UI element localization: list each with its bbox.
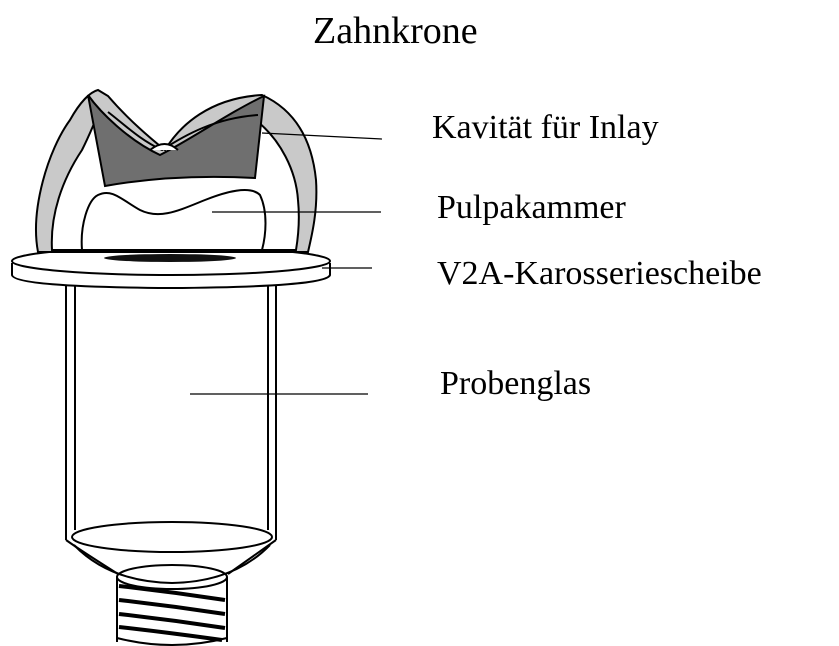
disc-dark-layer — [104, 254, 236, 262]
diagram-title: Zahnkrone — [313, 12, 478, 50]
label-sample-glass: Probenglas — [440, 367, 591, 401]
v2a-disc — [12, 247, 330, 288]
glass-neck-top — [117, 565, 227, 589]
glass-bottom-ellipse — [72, 522, 272, 552]
glass-thread — [119, 586, 225, 640]
label-disc: V2A-Karosseriescheibe — [437, 257, 762, 291]
label-cavity: Kavität für Inlay — [432, 111, 659, 145]
label-pulp-chamber: Pulpakammer — [437, 191, 626, 225]
tooth-crown — [36, 90, 316, 252]
